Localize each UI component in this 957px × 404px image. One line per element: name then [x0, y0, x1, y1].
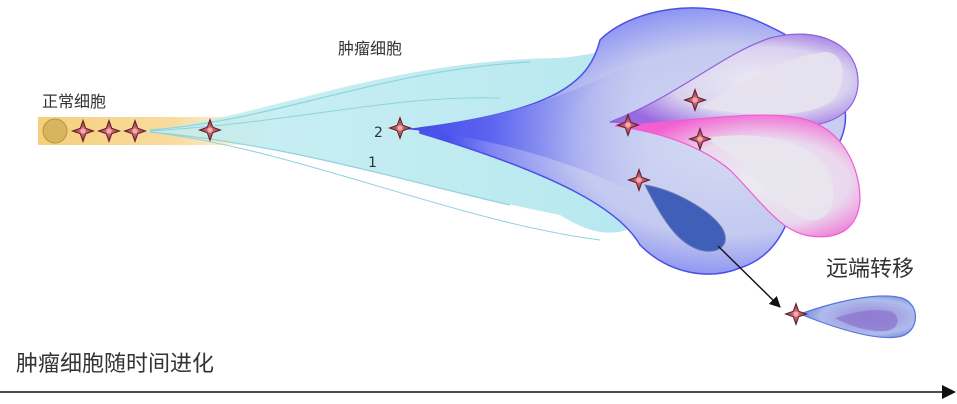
clone-branch-line-1	[149, 131, 511, 206]
purple-subclone-inner	[700, 52, 843, 115]
metastasis-arrow	[717, 245, 781, 308]
clone-branch-line-upper	[149, 61, 531, 131]
normal-cells-label: 正常细胞	[42, 92, 106, 111]
clone-branch-line-lower	[149, 131, 601, 241]
early-clone-fan	[140, 49, 660, 233]
timeline-label: 肿瘤细胞随时间进化	[16, 352, 214, 377]
metastasis-label: 远端转移	[826, 257, 914, 282]
branch-2-label: 2	[374, 125, 383, 141]
branch-1-label: 1	[368, 155, 377, 171]
pink-subclone-inner	[705, 135, 834, 220]
main-tumor-wedge	[405, 60, 650, 200]
clone-branch-line-mid	[149, 97, 501, 132]
tumor-cells-label: 肿瘤细胞	[338, 39, 402, 58]
mutation-star-icon	[784, 302, 808, 326]
normal-cell	[42, 118, 68, 144]
timeline-arrow-icon	[942, 385, 956, 399]
metastasis-tumor-inner	[835, 310, 898, 332]
dark-subclone	[644, 184, 726, 252]
